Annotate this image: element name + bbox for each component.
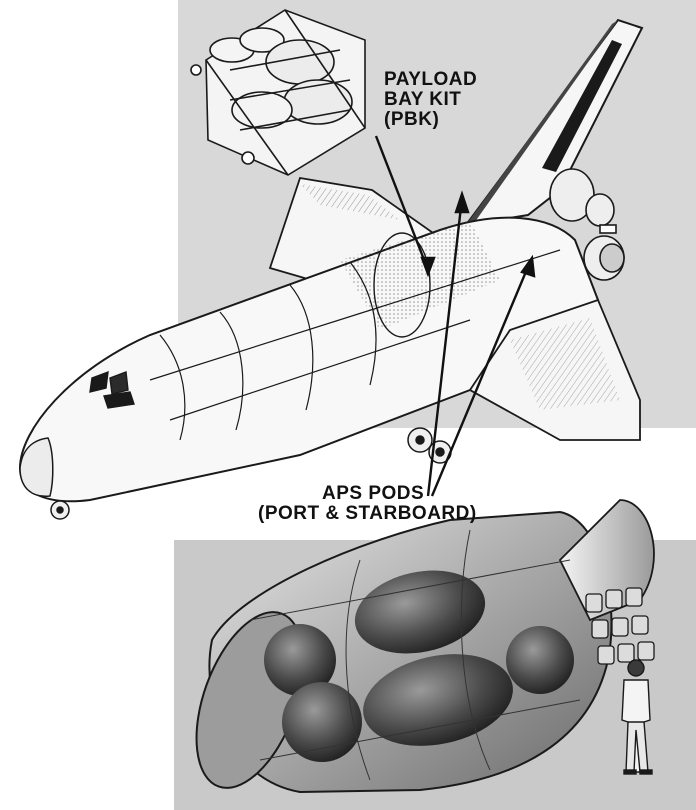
wing-tiles-top <box>300 184 400 220</box>
tail-rudder <box>542 40 622 172</box>
aps-pods-label-line1: APS PODS <box>322 483 425 504</box>
scale-figure-person <box>621 659 653 775</box>
fuselage-panel-lines <box>149 249 561 441</box>
payload-bay-kit-label-line3: (PBK) <box>384 108 440 130</box>
propellant-tank-3 <box>354 570 486 654</box>
aft-engines <box>549 168 625 281</box>
propellant-tank-5 <box>506 626 574 694</box>
payload-bay-kit-illustration <box>190 9 366 176</box>
payload-bay-frame <box>373 232 431 338</box>
cockpit-windows <box>89 370 135 409</box>
payload-bay-region <box>340 220 500 330</box>
wing-tiles-bottom <box>510 318 620 410</box>
pointer-arrows <box>374 135 536 497</box>
aps-pod-illustration <box>195 499 655 794</box>
tail-leading-edge <box>466 20 618 226</box>
payload-bay-kit-label-line1: PAYLOAD <box>384 69 478 90</box>
nose-cap <box>19 437 54 497</box>
propellant-tank-1 <box>264 624 336 696</box>
payload-bay-kit-label-line2: BAY KIT <box>384 88 462 110</box>
propellant-tank-4 <box>363 654 513 746</box>
aps-pods-label-line2: (PORT & STARBOARD) <box>258 502 477 524</box>
payload-bay-kit-label: PAYLOAD BAY KIT (PBK) <box>384 70 477 130</box>
aps-pods-label: APS PODS (PORT & STARBOARD) <box>258 484 477 524</box>
rcs-thrusters <box>585 587 655 665</box>
propellant-tank-2 <box>282 682 362 762</box>
